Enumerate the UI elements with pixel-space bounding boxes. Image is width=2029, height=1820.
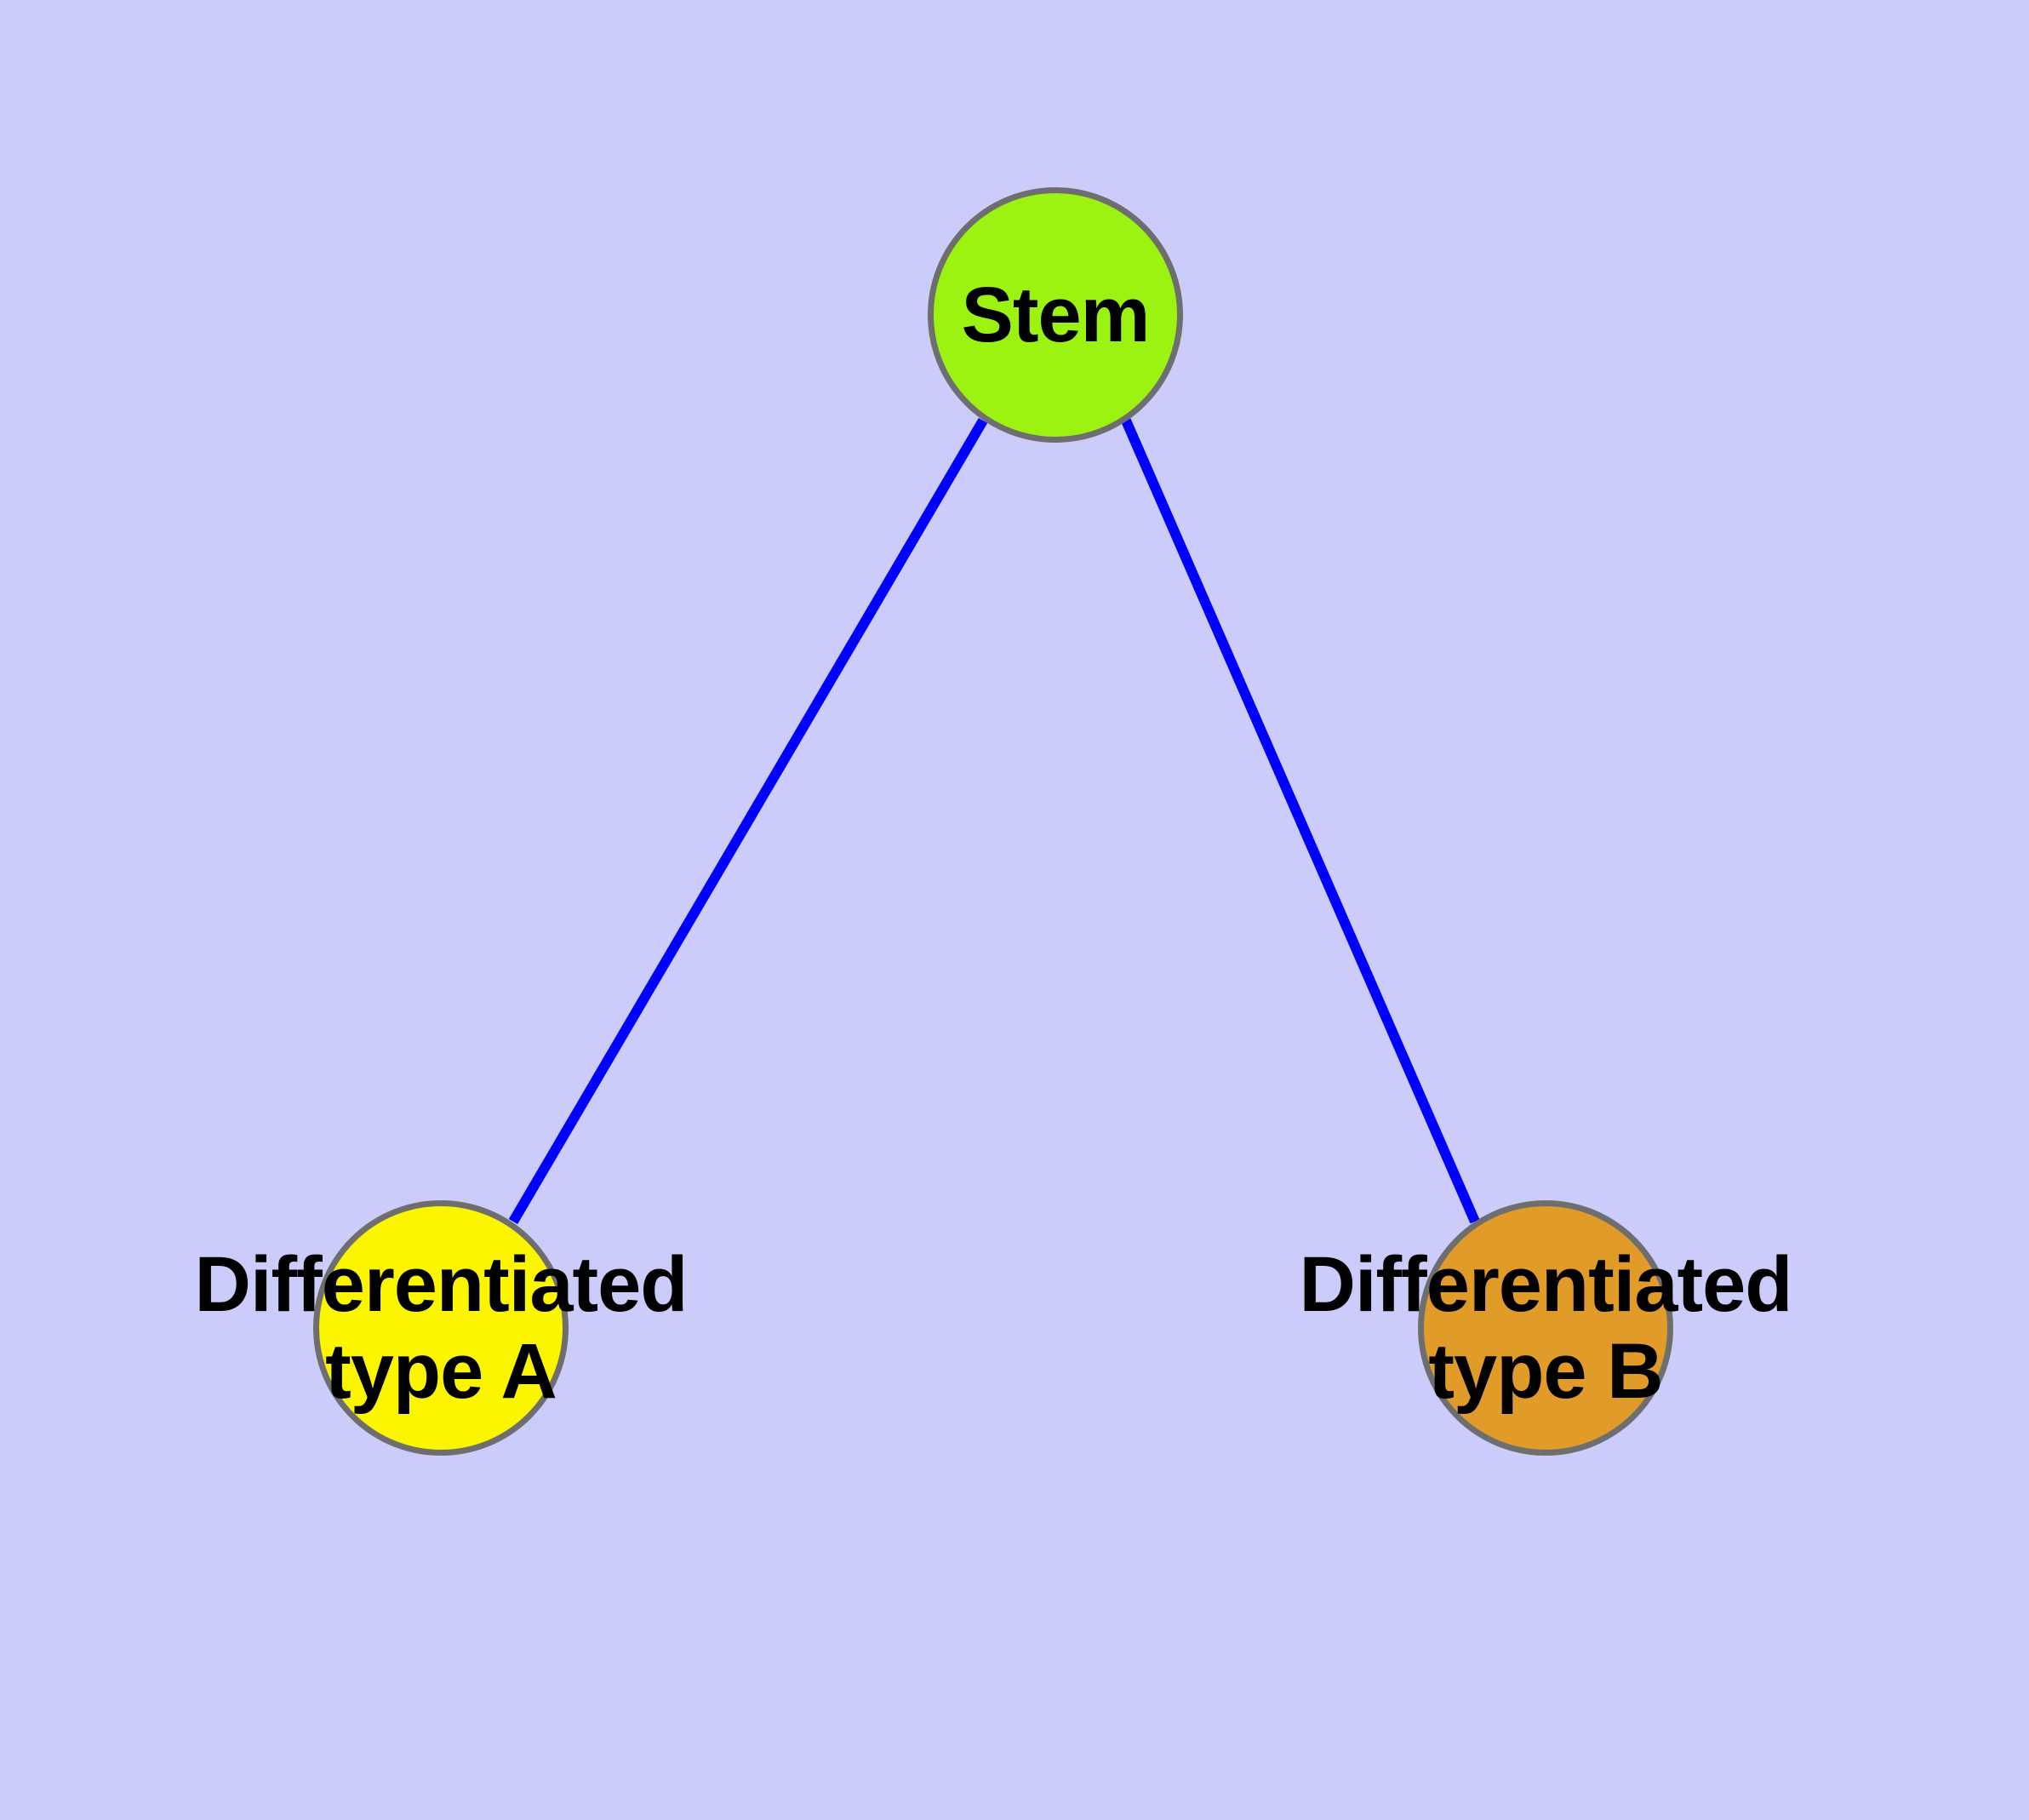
- edge-stem-to-type-a[interactable]: [508, 417, 988, 1225]
- node-stem[interactable]: [928, 187, 1183, 443]
- node-differentiated-type-a[interactable]: [313, 1200, 569, 1456]
- edge-stem-to-type-b[interactable]: [1121, 418, 1480, 1224]
- node-differentiated-type-b[interactable]: [1418, 1200, 1673, 1456]
